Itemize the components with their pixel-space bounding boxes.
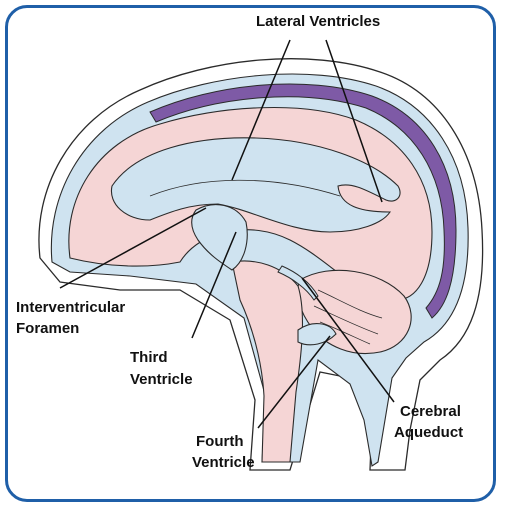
- label-cerebral-line1: Cerebral: [400, 402, 461, 421]
- label-third-line1: Third: [130, 348, 168, 367]
- label-fourth-line1: Fourth: [196, 432, 243, 451]
- label-cerebral-line2: Aqueduct: [394, 423, 463, 442]
- label-fourth-line2: Ventricle: [192, 453, 255, 472]
- label-lateral-ventricles: Lateral Ventricles: [256, 12, 380, 31]
- label-interventricular-line2: Foramen: [16, 319, 79, 338]
- label-interventricular-line1: Interventricular: [16, 298, 125, 317]
- label-third-line2: Ventricle: [130, 370, 193, 389]
